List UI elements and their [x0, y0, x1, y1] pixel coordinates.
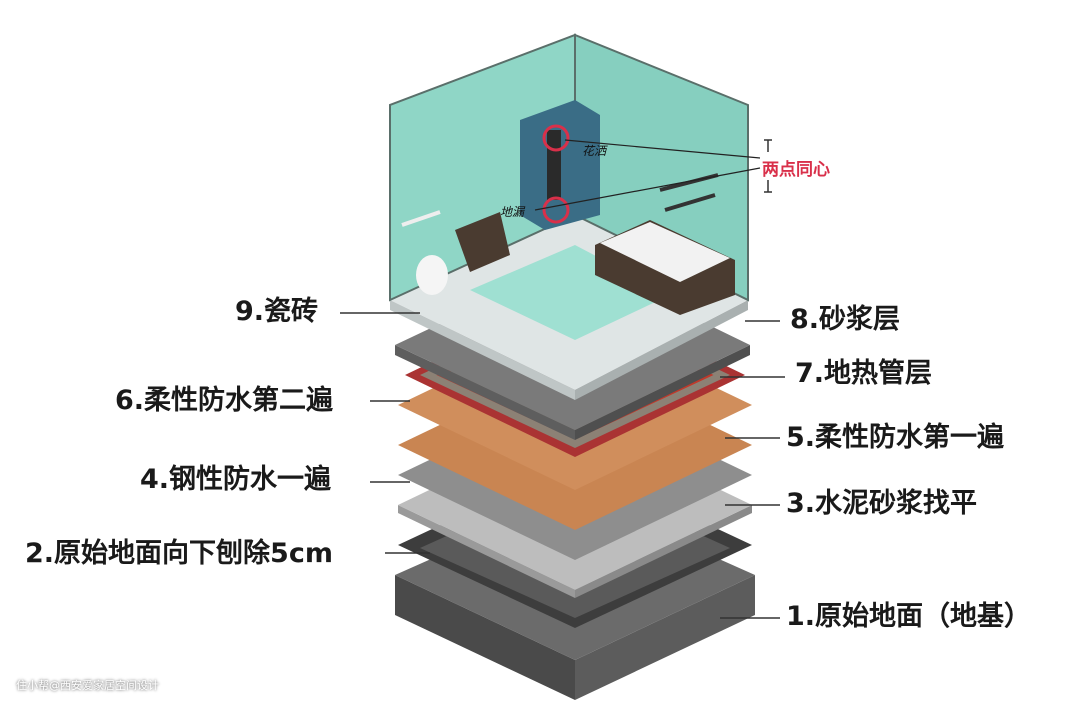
- watermark: 住小帮@西安爱家居空间设计: [16, 679, 159, 692]
- label-layer-7: 7.地热管层: [795, 358, 933, 389]
- drain-label: 地漏: [500, 205, 525, 219]
- shower-label: 花洒: [582, 144, 607, 158]
- label-layer-6: 6.柔性防水第二遍: [115, 385, 334, 416]
- label-layer-1: 1.原始地面（地基）: [786, 601, 1032, 632]
- layer-9-tile-and-room: [389, 33, 772, 400]
- label-layer-5: 5.柔性防水第一遍: [786, 422, 1005, 453]
- leader-lines: [340, 312, 785, 619]
- shower-marker: [542, 124, 570, 152]
- concentric-annotation: 两点同心: [762, 160, 830, 180]
- label-layer-3: 3.水泥砂浆找平: [786, 488, 978, 519]
- label-layer-2: 2.原始地面向下刨除5cm: [25, 538, 333, 569]
- label-layer-9: 9.瓷砖: [235, 296, 319, 327]
- label-layer-8: 8.砂浆层: [790, 304, 901, 335]
- drain-marker: [542, 196, 570, 224]
- label-layer-4: 4.钢性防水一遍: [140, 464, 332, 495]
